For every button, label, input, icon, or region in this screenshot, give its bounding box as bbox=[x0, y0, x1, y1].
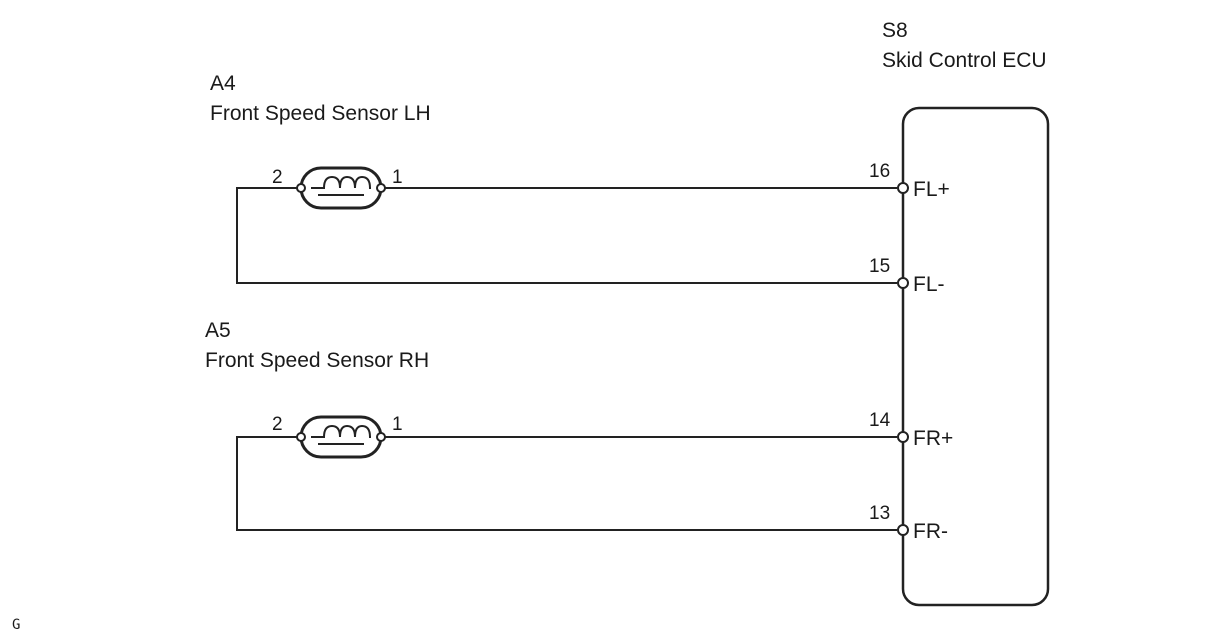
sensor-lh-name: Front Speed Sensor LH bbox=[210, 102, 431, 125]
sensor-lh-terminal-left bbox=[296, 183, 306, 193]
ecu-pin-terminal bbox=[897, 524, 909, 536]
ecu-pin-16: 16 FL+ bbox=[869, 161, 950, 201]
sensor-rh-name: Front Speed Sensor RH bbox=[205, 349, 429, 372]
sensor-rh-pin-right: 1 bbox=[392, 414, 403, 435]
sensor-lh: A4 Front Speed Sensor LH 2 1 bbox=[210, 72, 897, 284]
sensor-rh-terminal-left bbox=[296, 432, 306, 442]
ecu-pin-terminal bbox=[897, 182, 909, 194]
sensor-rh-pin-left: 2 bbox=[272, 414, 283, 435]
ecu-box bbox=[901, 106, 1050, 607]
sensor-lh-connector-code: A4 bbox=[210, 72, 236, 95]
ecu-pin-13: 13 FR- bbox=[869, 503, 948, 543]
sensor-rh-terminal-right bbox=[376, 432, 386, 442]
ecu-pin-signal: FL- bbox=[913, 273, 945, 296]
ecu-pin-terminal bbox=[897, 431, 909, 443]
sensor-lh-coil-icon bbox=[311, 175, 371, 196]
ecu-block: S8 Skid Control ECU bbox=[882, 19, 1050, 607]
sensor-lh-terminal-right bbox=[376, 183, 386, 193]
ecu-pin-number: 16 bbox=[869, 161, 890, 182]
sensor-lh-pin-left: 2 bbox=[272, 167, 283, 188]
sensor-rh-coil-icon bbox=[311, 424, 371, 445]
ecu-name: Skid Control ECU bbox=[882, 49, 1047, 72]
ecu-pin-signal: FL+ bbox=[913, 178, 950, 201]
ecu-pin-signal: FR+ bbox=[913, 427, 953, 450]
ecu-pin-number: 13 bbox=[869, 503, 890, 524]
ecu-pin-14: 14 FR+ bbox=[869, 410, 953, 450]
sensor-lh-pin-right: 1 bbox=[392, 167, 403, 188]
corner-mark: G bbox=[12, 617, 20, 633]
ecu-pin-15: 15 FL- bbox=[869, 256, 945, 296]
sensor-rh-return-wire bbox=[236, 436, 897, 531]
sensor-rh: A5 Front Speed Sensor RH 2 1 bbox=[205, 319, 897, 531]
ecu-pin-number: 14 bbox=[869, 410, 891, 431]
ecu-pin-signal: FR- bbox=[913, 520, 948, 543]
sensor-lh-return-wire bbox=[236, 187, 897, 284]
ecu-pin-number: 15 bbox=[869, 256, 890, 277]
ecu-connector-code: S8 bbox=[882, 19, 908, 42]
sensor-rh-connector-code: A5 bbox=[205, 319, 231, 342]
ecu-pin-terminal bbox=[897, 277, 909, 289]
